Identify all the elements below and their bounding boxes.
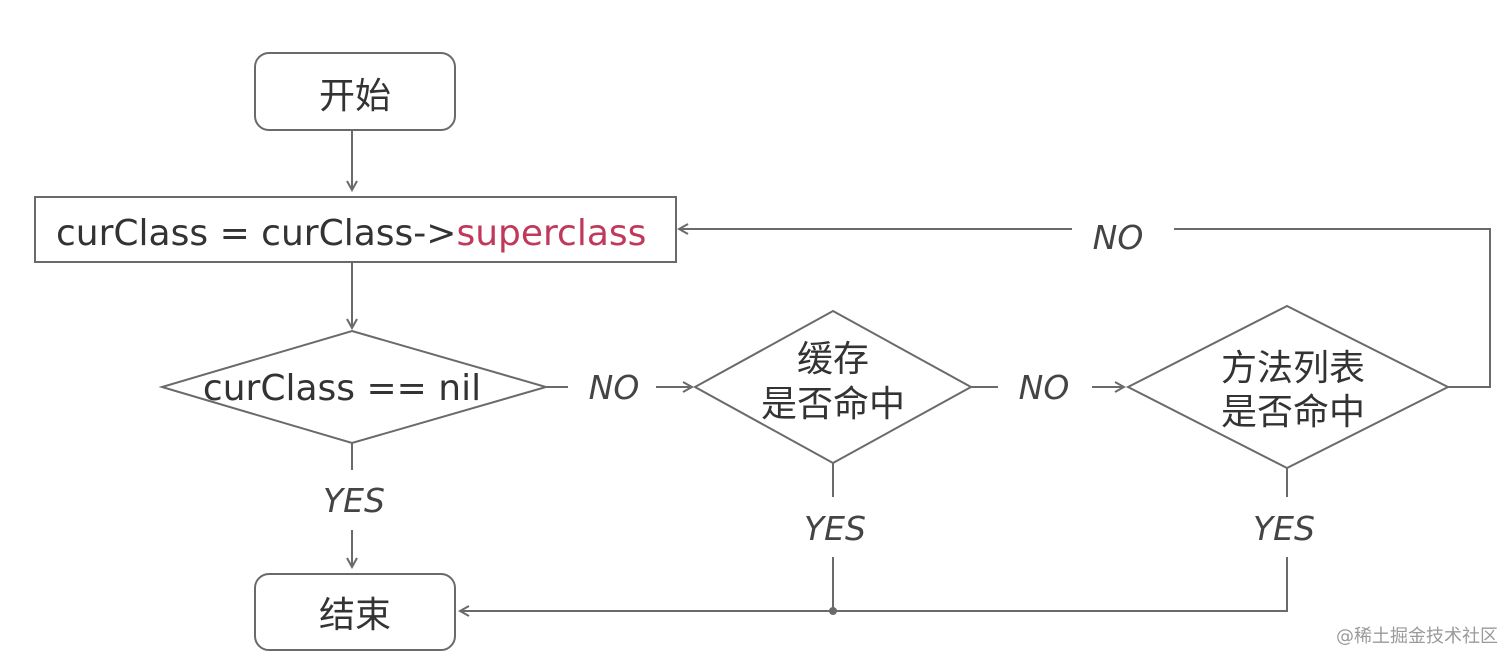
watermark: @稀土掘金技术社区	[1336, 626, 1498, 647]
edge-method-no-return	[1174, 228, 1491, 388]
nil-check-label: curClass == nil	[203, 368, 481, 409]
method-list-label-line1: 方法列表	[1221, 348, 1365, 389]
method-list-check-node: 方法列表 是否命中	[1125, 304, 1451, 470]
assign-label-superclass: superclass	[456, 213, 646, 254]
method-list-label-line2: 是否命中	[1221, 392, 1365, 433]
cache-no-label: NO	[1019, 368, 1070, 407]
cache-check-label-line2: 是否命中	[761, 384, 905, 425]
method-no-label: NO	[1093, 218, 1144, 257]
edge-method-yes-bottom	[833, 557, 1288, 612]
end-label: 结束	[319, 595, 391, 636]
nil-check-node: curClass == nil	[158, 329, 550, 445]
assign-label: curClass = curClass->superclass	[56, 213, 646, 254]
start-label: 开始	[319, 76, 391, 117]
cache-check-node: 缓存 是否命中	[692, 309, 974, 465]
start-node: 开始	[254, 52, 456, 131]
nil-no-label: NO	[589, 368, 640, 407]
assign-label-prefix: curClass = curClass->	[56, 213, 456, 254]
end-node: 结束	[254, 573, 456, 651]
nil-yes-label: YES	[323, 481, 385, 520]
assign-node: curClass = curClass->superclass	[34, 196, 677, 263]
cache-check-label-line1: 缓存	[797, 339, 869, 380]
method-yes-label: YES	[1253, 509, 1315, 548]
cache-yes-label: YES	[804, 509, 866, 548]
